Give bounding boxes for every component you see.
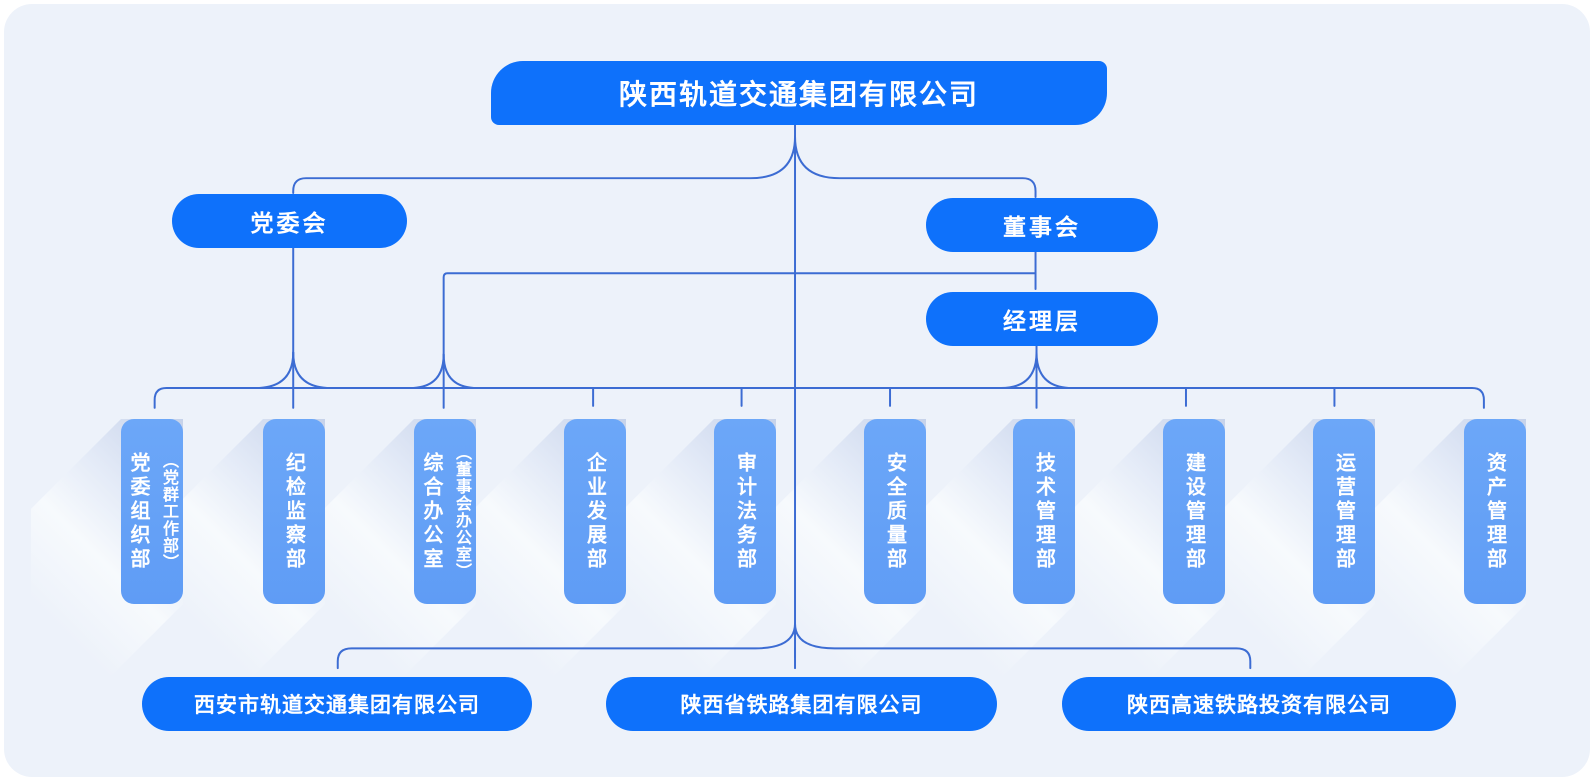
- department-card: 纪检监察部: [263, 419, 325, 604]
- connector-lines: [153, 122, 1485, 670]
- board-of-directors-label: 董事会: [1003, 214, 1081, 240]
- department-card: 建设管理部: [1163, 419, 1225, 604]
- department-name: 党委组织部: [127, 451, 149, 572]
- department-name: 运营管理部: [1332, 451, 1355, 572]
- department-name: 资产管理部: [1483, 451, 1506, 572]
- department-name: 审计法务部: [733, 451, 756, 572]
- department-name: 综合办公室: [420, 451, 442, 572]
- department-card: 资产管理部: [1464, 419, 1526, 604]
- party-committee-label: 党委会: [250, 210, 329, 236]
- department-name: 企业发展部: [583, 451, 606, 572]
- department-card: 运营管理部: [1313, 419, 1375, 604]
- department-card: 党委组织部 （党群工作部）: [121, 419, 183, 604]
- subsidiary-label: 西安市轨道交通集团有限公司: [194, 694, 480, 717]
- subsidiary-node: 陕西高速铁路投资有限公司: [1062, 677, 1456, 731]
- subsidiary-label: 陕西省铁路集团有限公司: [680, 694, 923, 717]
- management-layer-node: 经理层: [926, 292, 1158, 346]
- party-committee-node: 党委会: [172, 194, 407, 248]
- department-alias: （党群工作部）: [160, 452, 177, 571]
- subsidiary-node: 陕西省铁路集团有限公司: [606, 677, 997, 731]
- management-layer-label: 经理层: [1003, 308, 1081, 334]
- department-name: 建设管理部: [1182, 451, 1205, 572]
- department-card: 综合办公室 （董事会办公室）: [414, 419, 476, 604]
- subsidiary-label: 陕西高速铁路投资有限公司: [1127, 694, 1391, 717]
- department-alias: （董事会办公室）: [453, 443, 470, 580]
- org-chart-panel: 陕西轨道交通集团有限公司 党委会 董事会 经理层 党委组织部 （党群工作部） 纪…: [4, 4, 1590, 777]
- root-company-node: 陕西轨道交通集团有限公司: [491, 61, 1107, 125]
- subsidiary-node: 西安市轨道交通集团有限公司: [142, 677, 532, 731]
- board-of-directors-node: 董事会: [926, 198, 1158, 252]
- department-card: 技术管理部: [1013, 419, 1075, 604]
- department-name: 安全质量部: [883, 451, 906, 572]
- department-name: 技术管理部: [1032, 451, 1055, 572]
- department-card: 安全质量部: [864, 419, 926, 604]
- department-card: 审计法务部: [714, 419, 776, 604]
- department-name: 纪检监察部: [282, 451, 305, 572]
- department-card: 企业发展部: [564, 419, 626, 604]
- root-company-label: 陕西轨道交通集团有限公司: [618, 79, 979, 110]
